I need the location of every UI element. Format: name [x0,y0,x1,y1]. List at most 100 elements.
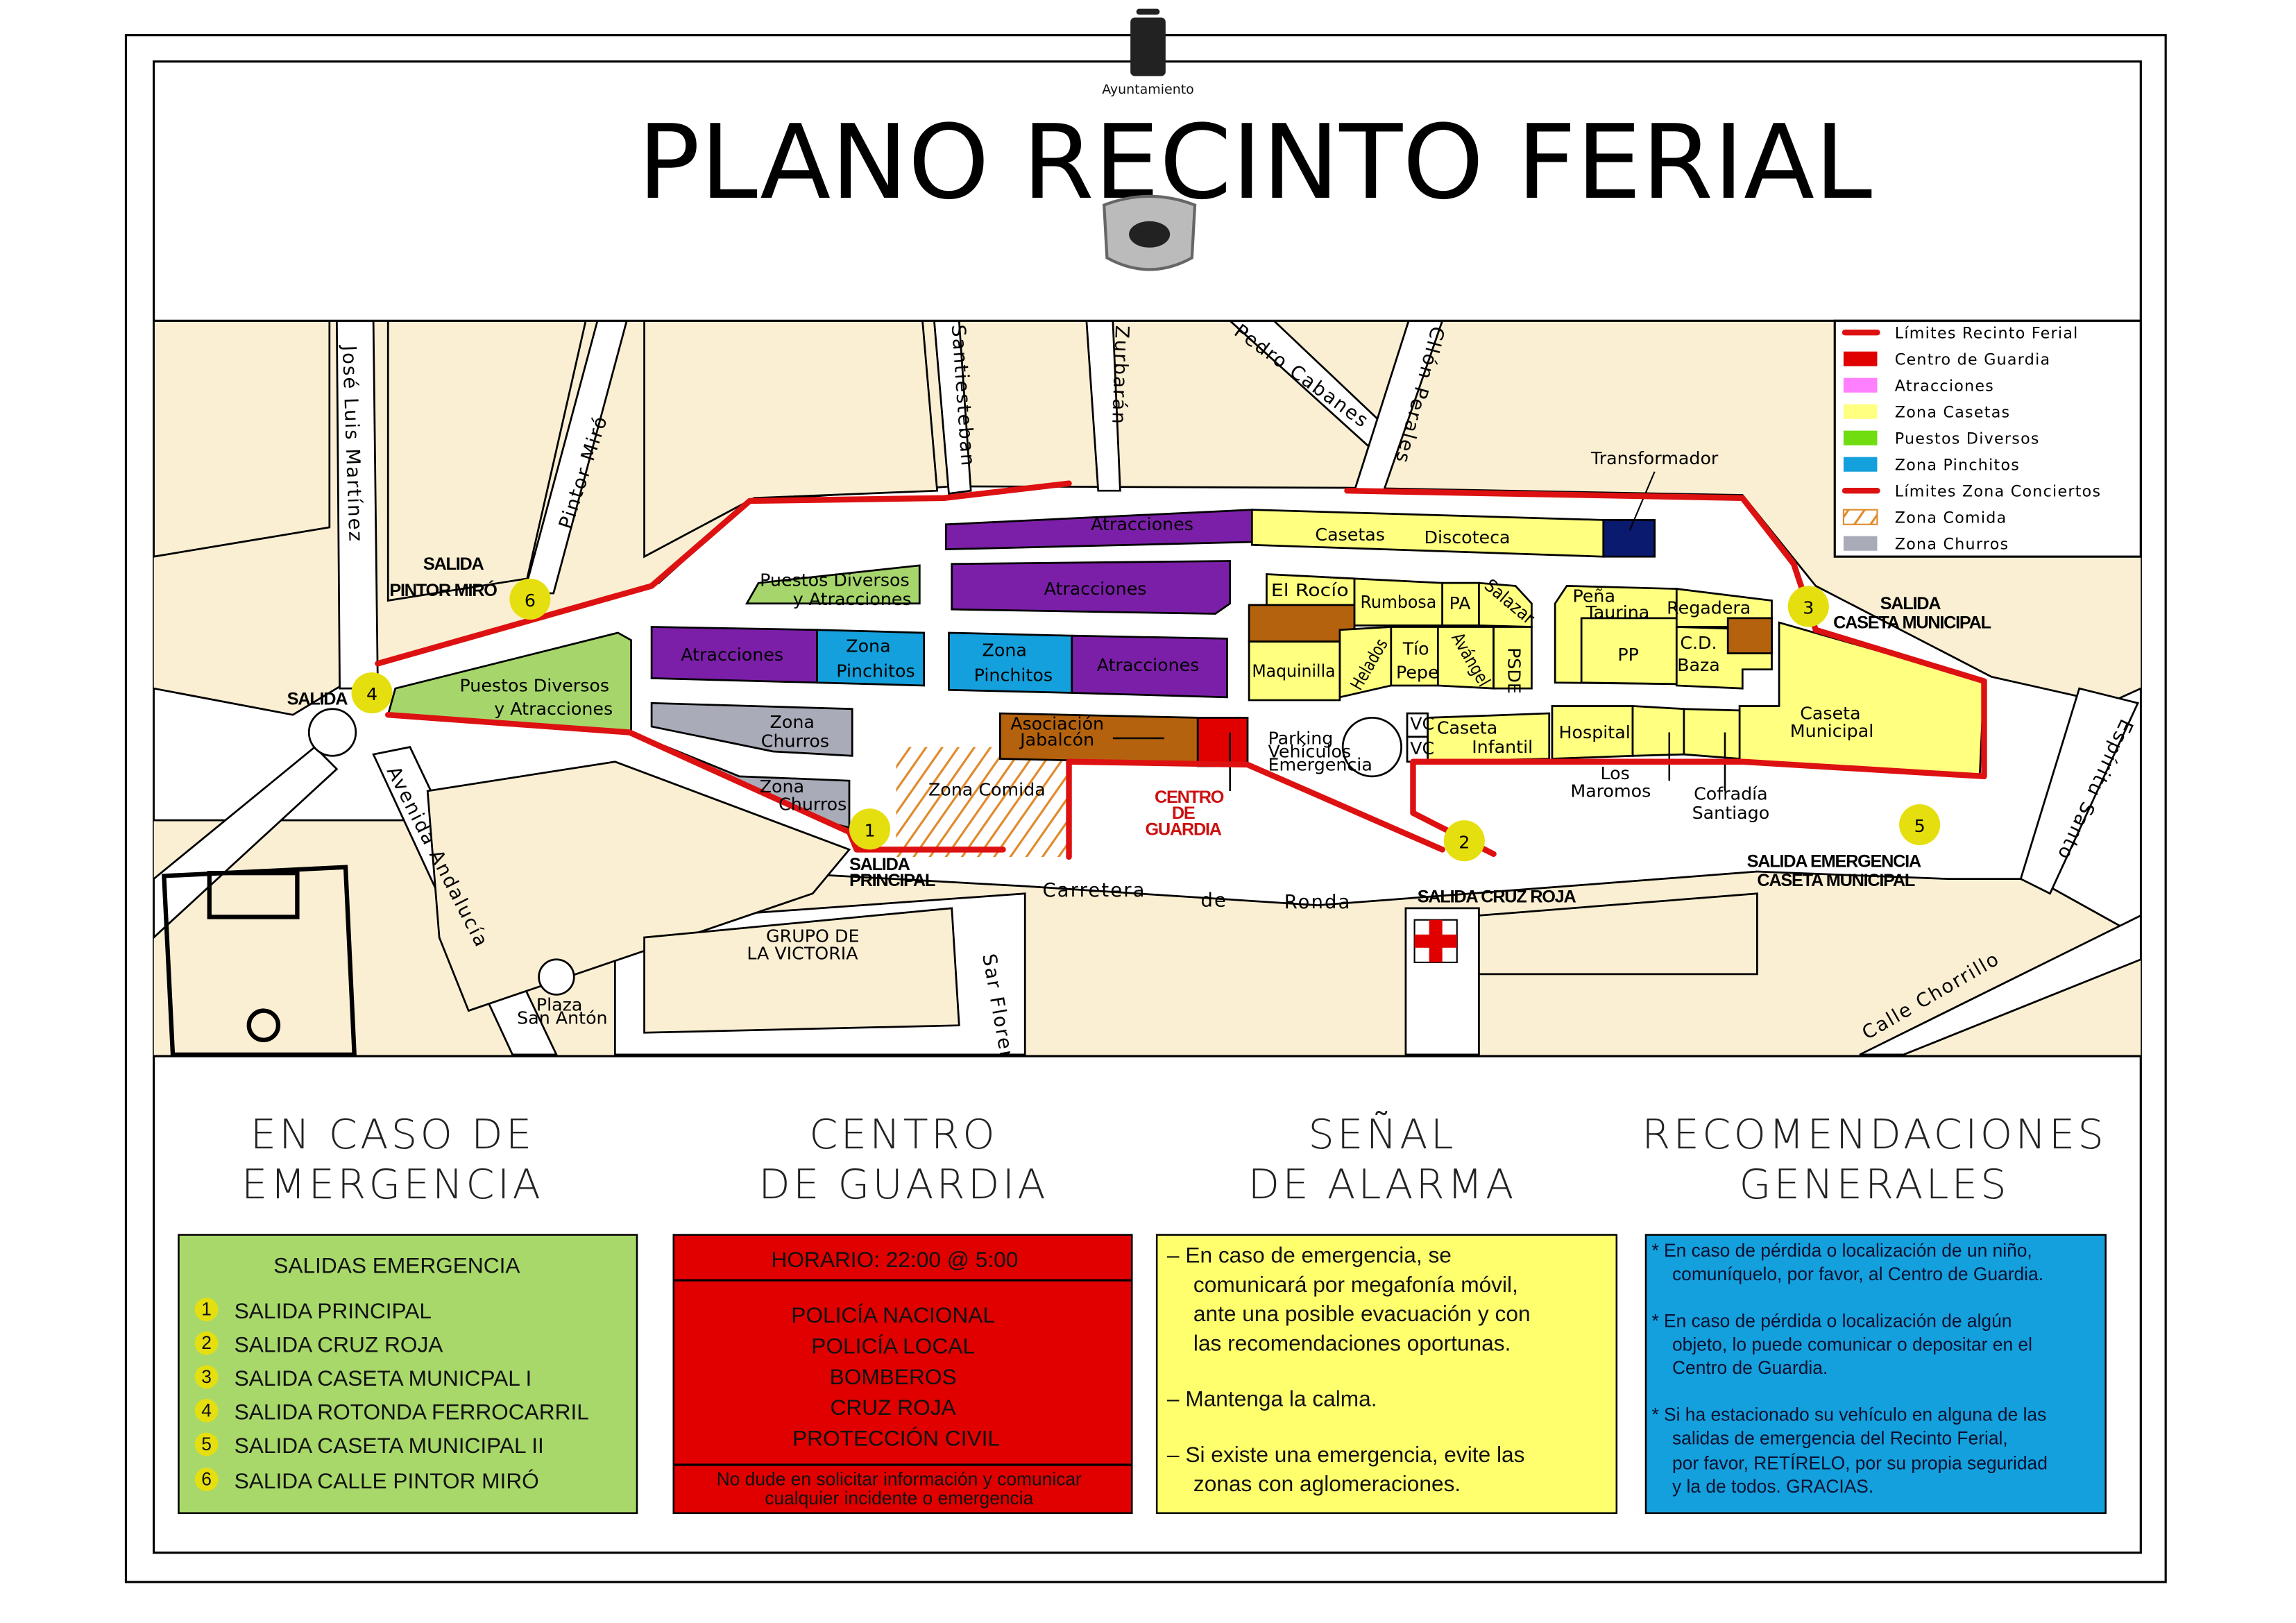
label-atracciones: Atracciones [1044,578,1147,599]
label-el-rocio: El Rocío [1271,579,1349,600]
legend-green-swatch-icon [1843,430,1878,445]
street-ronda: Ronda [1284,892,1352,913]
svg-text:SALIDA CRUZ ROJA: SALIDA CRUZ ROJA [235,1332,444,1357]
legend-red-line-icon [1842,329,1880,336]
exit-4-marker[interactable]: 4 [351,672,393,714]
exit-3-marker[interactable]: 3 [1787,586,1829,627]
label-hospital: Hospital [1559,722,1631,742]
salida-item: 3 SALIDA CASETA MUNICPAL I [194,1365,532,1391]
centro-guardia-zone [1196,717,1249,767]
svg-text:5: 5 [1914,815,1925,836]
parking-circle [1341,717,1402,778]
legend-yellow-swatch-icon [1843,404,1878,419]
soccer-field [162,865,357,1057]
legend-hatched-swatch-icon [1842,509,1878,525]
legend-label: Puestos Diversos [1895,430,2040,448]
salida-item: 6 SALIDA CALLE PINTOR MIRÓ [194,1468,539,1493]
legend-label: Zona Pinchitos [1895,457,2020,475]
label-atracciones: Atracciones [681,644,783,665]
salida-item: 2 SALIDA CRUZ ROJA [194,1331,444,1357]
block [153,321,331,558]
legend-red-line-icon [1842,487,1880,494]
block [1478,892,1758,976]
block [426,760,851,1012]
pinchitos-zone [816,629,925,687]
svg-text:3: 3 [201,1366,212,1387]
exit-5-marker[interactable]: 5 [1899,804,1941,846]
churros-zone [650,702,853,757]
block [386,321,587,602]
exit-1-marker[interactable]: 1 [849,808,891,850]
ayuntamiento-logo: Ayuntamiento [1102,8,1194,97]
atracciones-zone [1071,634,1228,699]
legend-blue-swatch-icon [1843,457,1878,472]
svg-text:SALIDA CASETA MUNICPAL I: SALIDA CASETA MUNICPAL I [235,1366,532,1391]
svg-text:Ayuntamiento: Ayuntamiento [1102,82,1194,97]
svg-text:2: 2 [1459,831,1470,852]
svg-text:6: 6 [201,1469,212,1490]
legend-red-swatch-icon [1843,351,1878,366]
label-transformador: Transformador [1590,448,1719,468]
horario: HORARIO: 22:00 @ 5:00 [771,1247,1018,1272]
svg-text:SALIDA CALLE PINTOR MIRÓ: SALIDA CALLE PINTOR MIRÓ [235,1468,539,1493]
legend-label: Zona Casetas [1895,404,2011,422]
recomendaciones-box: * En caso de pérdida o localización de u… [1644,1234,2107,1514]
puestos-big-zone [386,631,632,733]
legend-pink-swatch-icon [1843,377,1878,393]
svg-text:5: 5 [201,1434,212,1454]
label-atracciones: Atracciones [1097,654,1200,675]
label-comida: Zona Comida [928,779,1046,799]
label-regadera: Regadera [1667,597,1751,618]
label-vc: VC [1410,713,1434,733]
svg-text:SALIDA PRINCIPAL: SALIDA PRINCIPAL [235,1298,432,1323]
senal-alarma-box: – En caso de emergencia, se comunicará p… [1155,1234,1618,1514]
legend-label: Zona Comida [1895,509,2007,527]
block [643,907,960,1034]
svg-text:4: 4 [366,683,377,704]
exit-2-marker[interactable]: 2 [1443,820,1485,862]
block [643,321,939,559]
svg-text:2: 2 [201,1332,212,1353]
label-discoteca: Discoteca [1425,527,1511,547]
label-maquinilla: Maquinilla [1252,660,1335,681]
label-casetas: Casetas [1315,524,1385,545]
legend-label: Centro de Guardia [1895,351,2051,369]
transformador [1602,519,1656,558]
svg-text:1: 1 [864,819,875,840]
svg-text:4: 4 [201,1400,212,1420]
alarma-text: – En caso de emergencia, se comunicará p… [1167,1243,1536,1496]
label-psde: PSDE [1504,647,1525,694]
roundabout [307,708,357,757]
street-zurbaran: Zurbarán [1107,325,1132,425]
cruz-roja-icon [1413,919,1458,963]
bomberos-badge [1102,194,1197,271]
exit-6-marker[interactable]: 6 [509,578,551,620]
legend-label: Atracciones [1895,377,1994,396]
street-de: de [1200,890,1227,912]
legend-label: Límites Zona Conciertos [1895,483,2102,501]
label-vc: VC [1410,738,1434,758]
salida-item: 4 SALIDA ROTONDA FERROCARRIL [194,1399,589,1425]
svg-text:SALIDA CASETA MUNICIPAL II: SALIDA CASETA MUNICIPAL II [235,1433,544,1458]
svg-text:SALIDA ROTONDA FERROCARRIL: SALIDA ROTONDA FERROCARRIL [235,1400,589,1425]
plaza-san-anton-circle [538,958,575,996]
